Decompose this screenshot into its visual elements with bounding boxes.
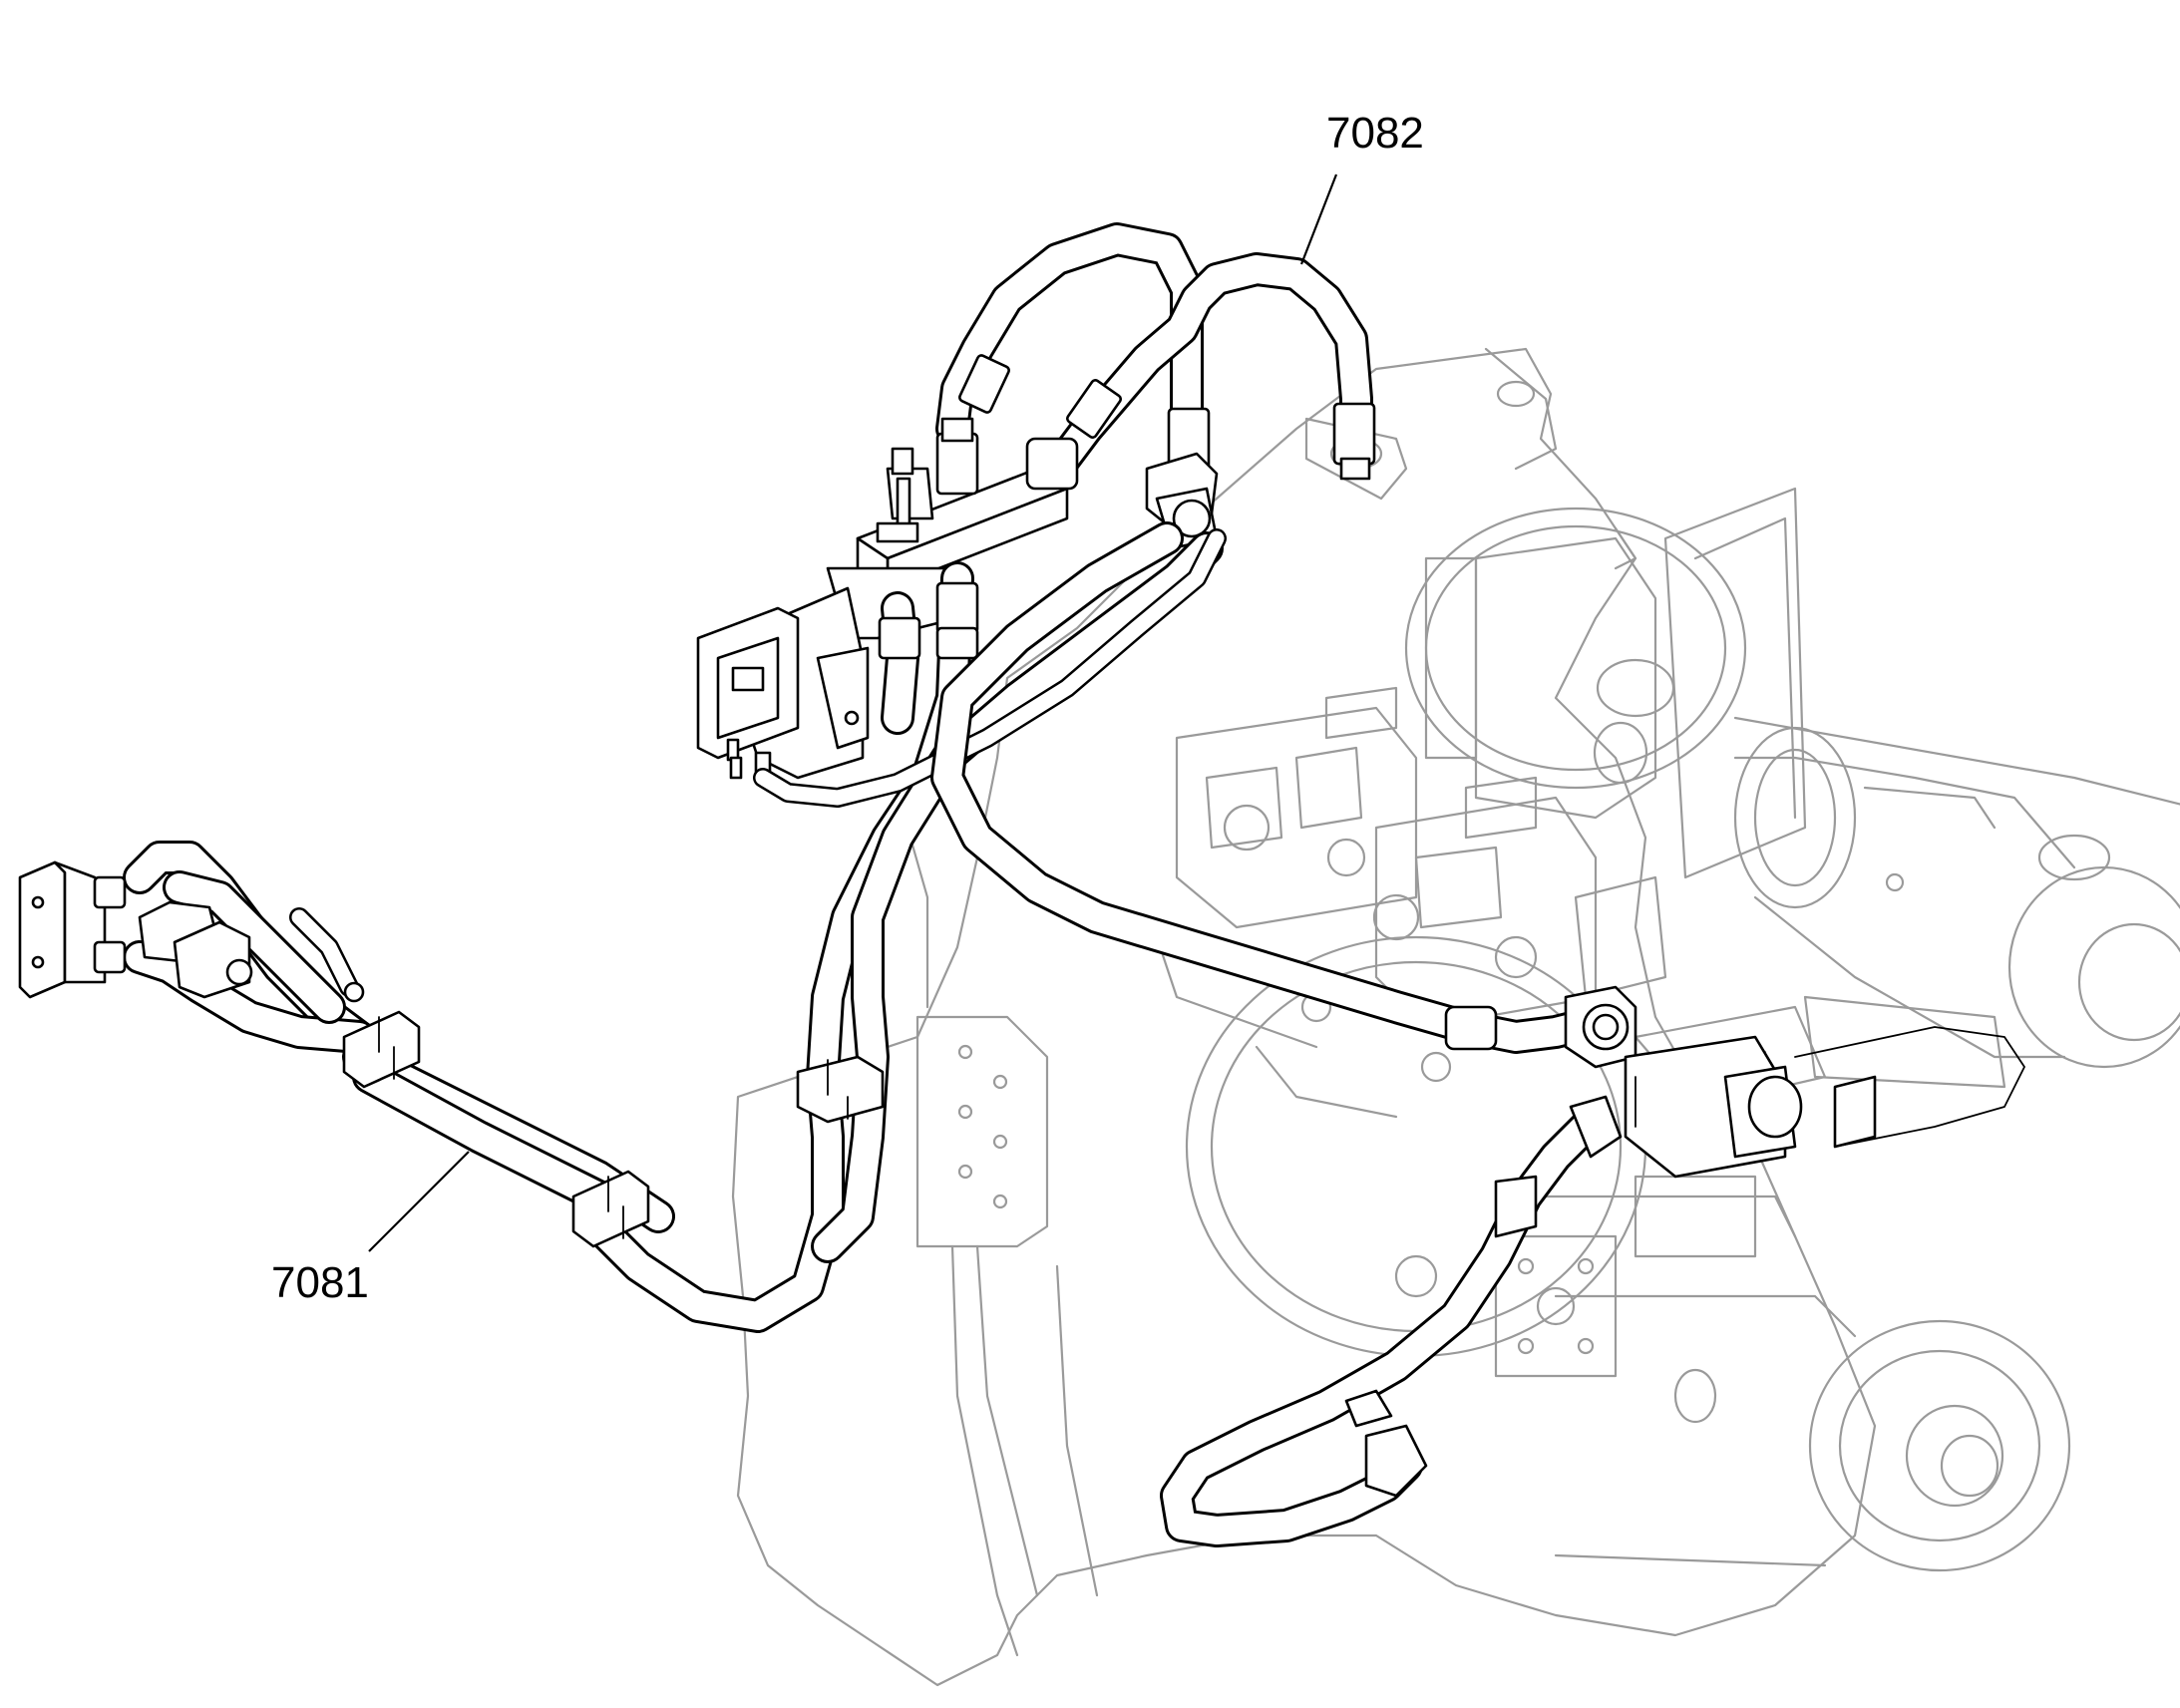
hose-7082-upper-loops — [935, 222, 1376, 486]
callout-label-7081: 7081 — [271, 1258, 369, 1307]
callout-leaders — [368, 173, 1338, 1252]
pump-valve-block — [1624, 1026, 2025, 1179]
leader-7082 — [1299, 173, 1338, 265]
manifold-block — [856, 417, 1219, 590]
callout-label-7082: 7082 — [1326, 109, 1424, 158]
hose-pump-feed — [930, 521, 1637, 1069]
mounting-bracket-left — [18, 860, 365, 1003]
mounting-bracket-upper — [696, 566, 959, 780]
leader-7081 — [368, 1151, 470, 1252]
hose-bundle-left — [123, 841, 376, 1054]
tube-7081 — [342, 1010, 885, 1248]
sensor-cable — [753, 528, 1227, 808]
hose-lower-return — [1160, 1095, 1623, 1547]
